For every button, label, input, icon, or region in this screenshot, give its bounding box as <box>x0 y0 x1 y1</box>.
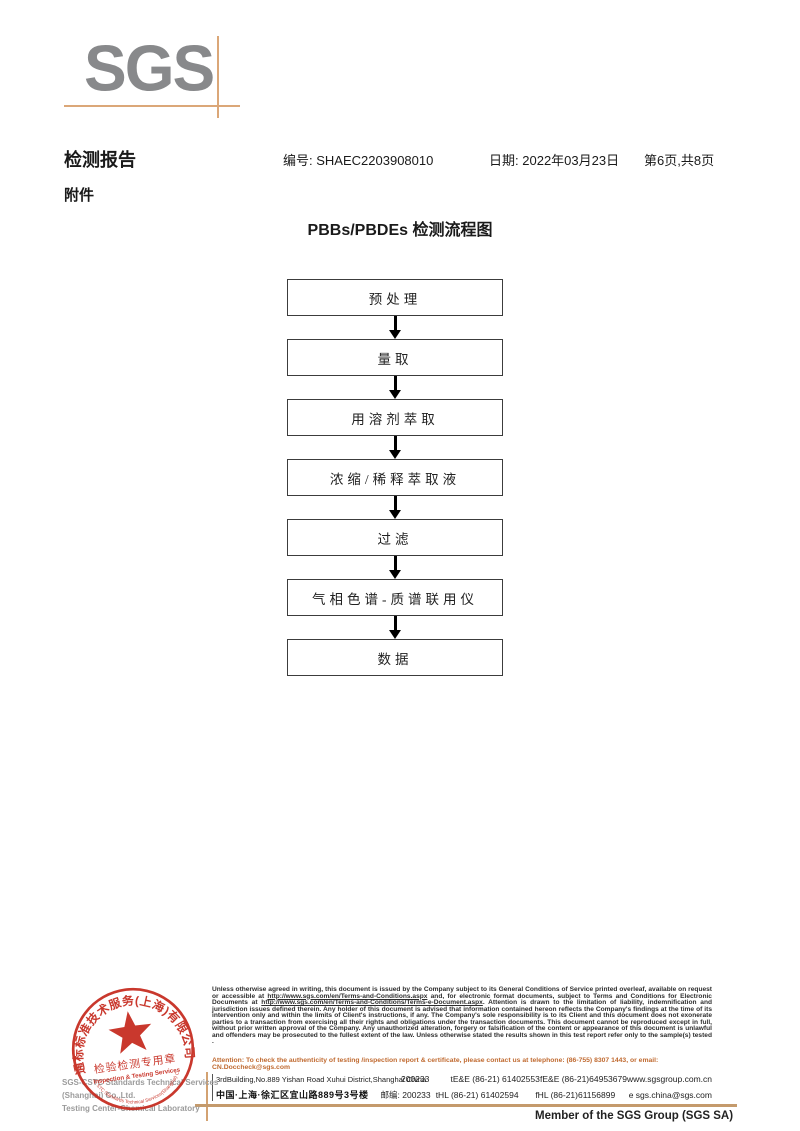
legal-disclaimer: Unless otherwise agreed in writing, this… <box>212 986 713 1046</box>
report-number-value: SHAEC2203908010 <box>316 153 434 168</box>
report-date-value: 2022年03月23日 <box>522 153 620 168</box>
sgs-member-text: Member of the SGS Group (SGS SA) <box>535 1110 734 1122</box>
flow-arrow-icon <box>287 616 503 639</box>
report-title: 检测报告 <box>64 150 136 170</box>
report-date: 日期: 2022年03月23日 <box>489 150 619 169</box>
address-row-en: 3rdBuilding,No.889 Yishan Road Xuhui Dis… <box>216 1074 712 1084</box>
flow-arrow-icon <box>287 376 503 399</box>
flowchart-title: PBBs/PBDEs 检测流程图 <box>307 222 493 239</box>
address-block: 3rdBuilding,No.889 Yishan Road Xuhui Dis… <box>212 1074 712 1101</box>
telephone-1: tE&E (86-21) 61402553 <box>450 1074 540 1084</box>
attention-notice: Attention: To check the authenticity of … <box>212 1057 659 1071</box>
flow-step-gcms: 气相色谱-质谱联用仪 <box>287 579 503 616</box>
legal-text-3: . Attention is drawn to the limitation o… <box>212 999 713 1046</box>
terms-e-document-link[interactable]: http://www.sgs.com/en/Terms-and-Conditio… <box>261 999 483 1007</box>
report-date-label: 日期: <box>489 153 519 168</box>
postcode-chinese: 邮编: 200233 <box>380 1090 431 1100</box>
legal-text-2: and, for electronic format documents, su… <box>212 992 712 1007</box>
postcode-english: 200233 <box>401 1074 430 1084</box>
flow-step-solvent-extraction: 用溶剂萃取 <box>287 399 503 436</box>
fax-2: fHL (86-21)61156899 <box>535 1090 616 1100</box>
email-address[interactable]: e sgs.china@sgs.com <box>628 1090 712 1100</box>
flow-arrow-icon <box>287 316 503 339</box>
fax-1: fE&E (86-21)64953679 <box>540 1074 627 1084</box>
logo-vertical-line <box>217 36 219 118</box>
footer-horizontal-rule <box>195 1104 737 1107</box>
address-english: 3rdBuilding,No.889 Yishan Road Xuhui Dis… <box>216 1075 427 1084</box>
flowchart: 预处理 量取 用溶剂萃取 浓缩/稀释萃取液 过滤 气相色谱-质谱联用仪 数据 <box>287 279 503 676</box>
laboratory-name-line1: SGS-CSTC Standards Technical Services (S… <box>62 1078 219 1100</box>
address-row-cn: 中国·上海·徐汇区宜山路889号3号楼 邮编: 200233 tHL (86-2… <box>216 1088 712 1101</box>
address-chinese: 中国·上海·徐汇区宜山路889号3号楼 <box>216 1090 369 1100</box>
flow-step-measure: 量取 <box>287 339 503 376</box>
report-number-label: 编号: <box>283 153 313 168</box>
sgs-logo-text: SGS <box>84 31 215 105</box>
attachment-label: 附件 <box>64 188 95 204</box>
terms-link[interactable]: http://www.sgs.com/en/Terms-and-Conditio… <box>267 992 428 1000</box>
legal-text-1: Unless otherwise agreed in writing, this… <box>212 986 712 1000</box>
red-seal-stamp-icon: 通标标准技术服务(上海)有限公司 检验检测专用章 Inspection & Te… <box>57 973 197 1114</box>
flow-step-pretreatment: 预处理 <box>287 279 503 316</box>
footer-vertical-divider <box>206 1072 208 1121</box>
flow-step-data: 数据 <box>287 639 503 676</box>
flow-step-filter: 过滤 <box>287 519 503 556</box>
flow-arrow-icon <box>287 556 503 579</box>
page-indicator: 第6页,共8页 <box>644 153 715 168</box>
flow-step-concentrate-dilute: 浓缩/稀释萃取液 <box>287 459 503 496</box>
report-number: 编号: SHAEC2203908010 <box>283 150 433 169</box>
sgs-logo: SGS <box>64 20 264 130</box>
stamp-star-icon <box>108 1011 152 1054</box>
website-url[interactable]: www.sgsgroup.com.cn <box>626 1074 712 1084</box>
logo-horizontal-line <box>64 105 240 107</box>
flow-arrow-icon <box>287 436 503 459</box>
flow-arrow-icon <box>287 496 503 519</box>
telephone-2: tHL (86-21) 61402594 <box>435 1090 519 1100</box>
